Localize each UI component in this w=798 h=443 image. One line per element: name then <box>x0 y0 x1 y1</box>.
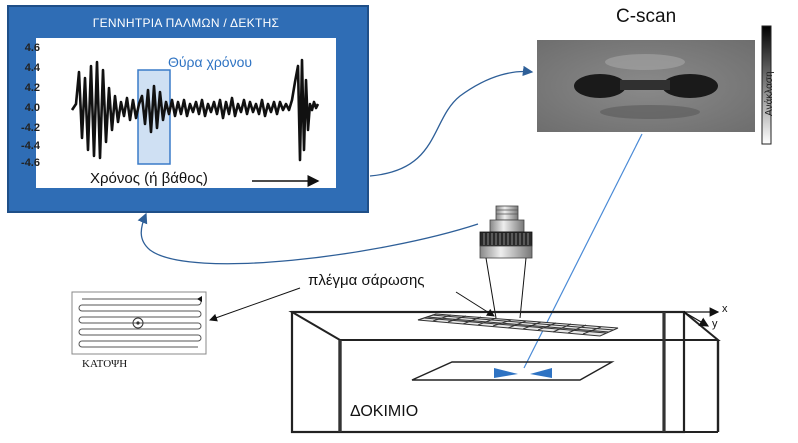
raster-turns <box>78 298 202 348</box>
plan-view-frame <box>71 291 207 355</box>
c-scan-lobe-left <box>574 74 626 98</box>
y-tick-label: -4.4 <box>21 140 40 152</box>
time-gate-label: Θύρα χρόνου <box>168 54 253 70</box>
beam-line-right <box>519 257 527 319</box>
beam-line-left <box>485 257 497 319</box>
y-axis-arrow <box>683 311 710 327</box>
start-marker-icon <box>197 296 202 302</box>
specimen-label: ΔΟΚΙΜΙΟ <box>350 403 419 420</box>
reflection-colorbar <box>761 25 772 145</box>
raster-path <box>82 298 198 348</box>
pulser-receiver-title: ΓΕΝΝΗΤΡΙΑ ΠΑΛΜΩΝ / ΔΕΚΤΗΣ <box>92 16 280 30</box>
time-axis-label: Χρόνος (ή βάθος) <box>90 170 208 187</box>
c-scan-lobe-right <box>662 74 718 98</box>
axis-y-label: y <box>712 318 718 330</box>
y-tick-label: 4.4 <box>24 62 40 74</box>
y-tick-label: 4.0 <box>24 102 40 114</box>
scan-grid-label: πλέγμα σάρωσης <box>308 272 425 289</box>
pulser-receiver-panel <box>7 5 369 213</box>
c-scan-title: C-scan <box>616 6 677 27</box>
y-tick-label: 4.6 <box>24 42 40 54</box>
plan-view-label: ΚΑΤΟΨΗ <box>82 358 128 370</box>
defect-shape <box>494 368 552 378</box>
ultrasonic-probe-icon <box>479 205 533 259</box>
y-tick-label: -4.2 <box>21 122 40 134</box>
probe-position-ring <box>132 317 144 329</box>
scan-grid <box>417 313 619 337</box>
axis-x-label: x <box>722 303 728 315</box>
probe-position-dot <box>136 321 140 325</box>
scope-to-cscan-connector <box>369 65 534 177</box>
scan-grid-pointer <box>455 291 495 317</box>
y-tick-label: -4.6 <box>21 157 40 169</box>
a-scan-waveform <box>70 58 320 162</box>
c-scan-highlight <box>605 54 685 70</box>
c-scan-neck <box>620 80 670 90</box>
y-tick-label: 4.2 <box>24 82 40 94</box>
probe-to-scope-connector <box>137 212 479 265</box>
c-scan-shadow <box>600 105 700 119</box>
c-scan-image <box>537 40 755 132</box>
time-gate <box>137 69 171 165</box>
plan-view-pointer <box>209 287 301 322</box>
defect-plane <box>411 361 615 381</box>
plan-view <box>71 291 207 355</box>
colorbar-label: Ανάκλαση <box>764 71 775 117</box>
